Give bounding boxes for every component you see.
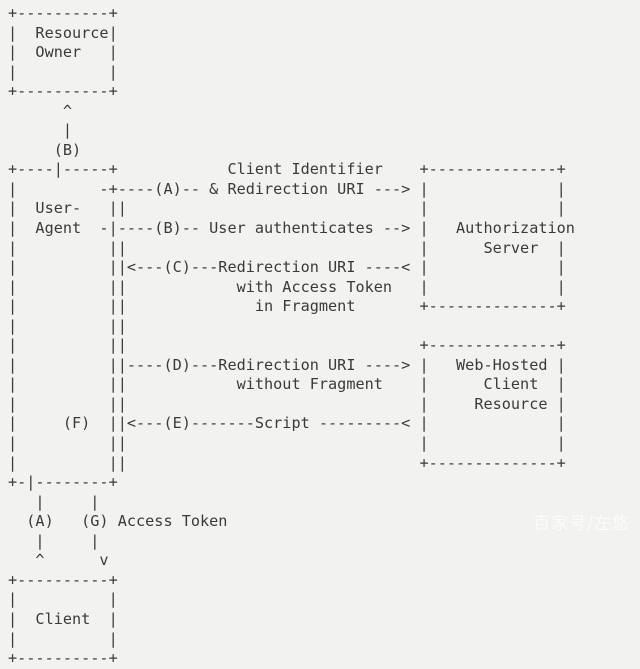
ascii-art-diagram: +----------+ | Resource| | Owner | | | +… xyxy=(8,4,575,668)
